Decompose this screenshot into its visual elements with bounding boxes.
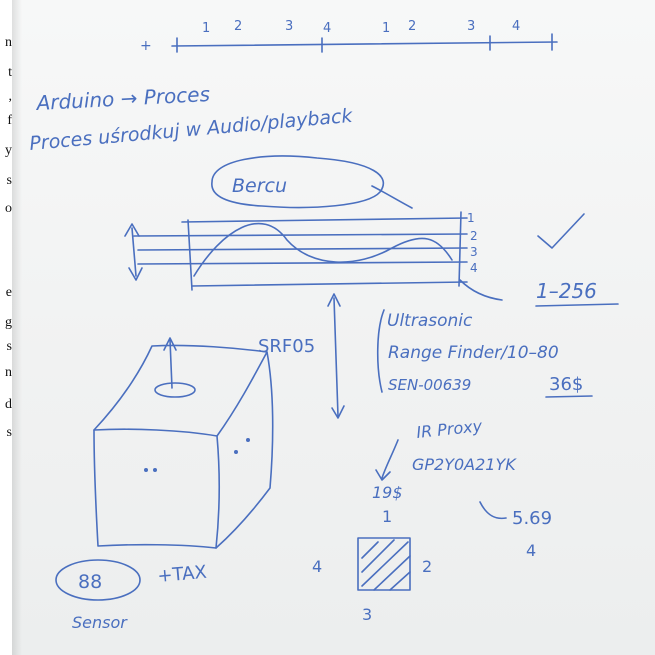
check-mark xyxy=(538,214,584,248)
margin-char: y xyxy=(5,144,12,158)
wave-level-label: 1 xyxy=(467,211,475,225)
note-arduino-line: Arduino → Proces xyxy=(34,82,210,115)
ruler-line xyxy=(172,42,557,46)
margin-char: n xyxy=(5,36,12,50)
sensor-brace xyxy=(378,310,384,392)
distance-arrow xyxy=(334,298,338,416)
ruler-tick-label: 1 xyxy=(382,21,390,36)
wave-grid-line xyxy=(138,248,467,250)
square-label-right: 2 xyxy=(422,557,432,576)
ir-extra-arrow xyxy=(480,502,506,518)
cube-side xyxy=(216,352,273,548)
cube-dot xyxy=(246,438,250,442)
range-note: 1–256 xyxy=(536,279,597,303)
cube-top xyxy=(94,345,267,436)
ultrasonic-price: 36$ xyxy=(549,374,583,395)
wave-level-label: 2 xyxy=(470,229,478,243)
ultrasonic-line: SEN-00639 xyxy=(388,376,471,394)
sensor-square-hatch xyxy=(362,540,410,590)
ir-line: IR Proxy xyxy=(415,416,483,442)
bottom-word: Sensor xyxy=(72,613,128,632)
hand-sketch: + 1 2 3 4 1 2 3 4 Arduino → Proces Proce… xyxy=(12,0,655,655)
cube-dot xyxy=(153,468,157,472)
speech-bubble-text: Bercu xyxy=(232,175,287,197)
wave-grid-line xyxy=(182,218,467,222)
ruler-tick-label: 3 xyxy=(467,19,475,34)
cube-dot xyxy=(234,450,238,454)
cube-dot xyxy=(144,468,148,472)
ir-extra-sub: 4 xyxy=(526,541,536,560)
wave-grid-line xyxy=(134,234,467,236)
ir-extra: 5.69 xyxy=(512,508,552,529)
ultrasonic-line: Ultrasonic xyxy=(387,311,473,331)
price-underline xyxy=(546,396,592,397)
wave-grid-line xyxy=(138,262,467,264)
wave-level-label: 3 xyxy=(470,245,478,259)
wave-level-label: 4 xyxy=(470,261,478,275)
ir-line: 19$ xyxy=(372,483,403,502)
ruler-tick-label: 3 xyxy=(285,19,293,34)
margin-char: n xyxy=(5,366,12,380)
margin-char: d xyxy=(5,398,12,412)
square-label-top: 1 xyxy=(382,507,392,526)
left-margin-text: n t , f y s o e g s n d s xyxy=(0,0,12,655)
ultrasonic-line: Range Finder/10–80 xyxy=(388,343,559,363)
wave-bracket-tail xyxy=(460,280,502,300)
ruler-tick-label: 2 xyxy=(234,19,242,34)
ruler-tick-label: 2 xyxy=(408,19,416,34)
ruler-tick-label: 4 xyxy=(512,19,520,34)
square-label-bottom: 3 xyxy=(362,605,372,624)
ruler-start-mark: + xyxy=(140,38,152,54)
wave-right-edge xyxy=(459,212,461,286)
ruler-tick-label: 1 xyxy=(202,21,210,36)
ir-line: GP2Y0A21YK xyxy=(412,455,517,474)
wave-grid-line xyxy=(192,282,467,286)
margin-char: g xyxy=(5,316,12,330)
circled-number: 88 xyxy=(78,571,102,593)
range-underline xyxy=(536,304,618,306)
wave-left-edge xyxy=(188,220,192,290)
speech-bubble-tail xyxy=(372,186,412,208)
cube-top-hole xyxy=(155,383,195,397)
square-label-left: 4 xyxy=(312,557,322,576)
tax-note: +TAX xyxy=(157,562,208,587)
cube-up-arrow xyxy=(170,340,172,388)
cube-front xyxy=(94,429,219,548)
ruler-tick-label: 4 xyxy=(323,21,331,36)
margin-char: o xyxy=(5,202,12,216)
